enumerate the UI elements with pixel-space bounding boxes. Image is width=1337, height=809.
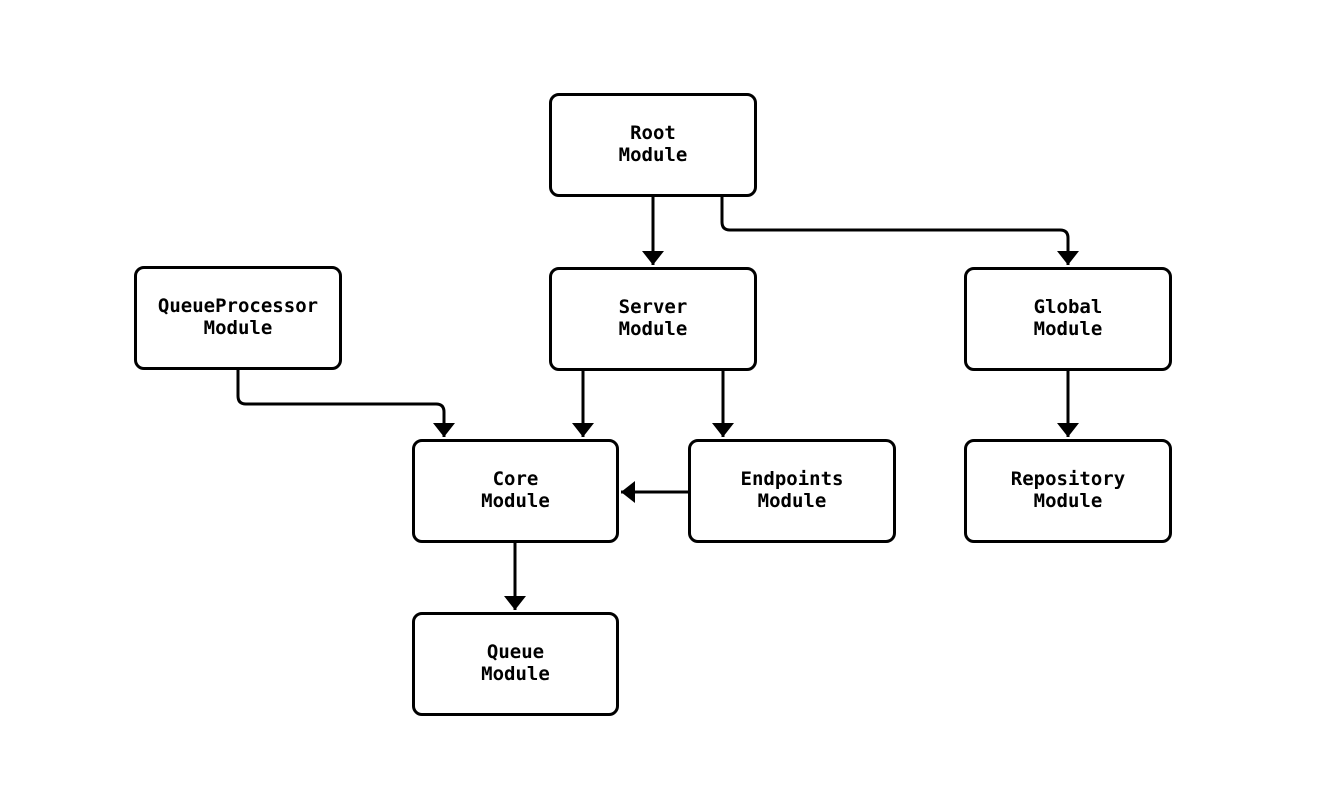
node-core-module-label: Core Module [481, 468, 550, 512]
node-queue-module-label: Queue Module [481, 641, 550, 685]
node-endpoints-module: Endpoints Module [688, 439, 896, 543]
edge-queueprocessor-to-core [236, 370, 455, 437]
node-server-module-label: Server Module [618, 296, 688, 340]
node-core-module: Core Module [412, 439, 619, 543]
node-global-module-label: Global Module [1033, 296, 1103, 340]
node-repository-module-label: Repository Module [1010, 468, 1126, 512]
node-queue-module: Queue Module [412, 612, 619, 716]
node-repository-module: Repository Module [964, 439, 1172, 543]
node-queueprocessor-module: QueueProcessor Module [134, 266, 342, 370]
node-global-module: Global Module [964, 267, 1172, 371]
node-server-module: Server Module [549, 267, 757, 371]
node-queueprocessor-module-label: QueueProcessor Module [157, 295, 319, 339]
node-root-module: Root Module [549, 93, 757, 197]
node-endpoints-module-label: Endpoints Module [740, 468, 844, 512]
node-root-module-label: Root Module [618, 122, 688, 166]
edge-root-to-global [720, 197, 1079, 265]
